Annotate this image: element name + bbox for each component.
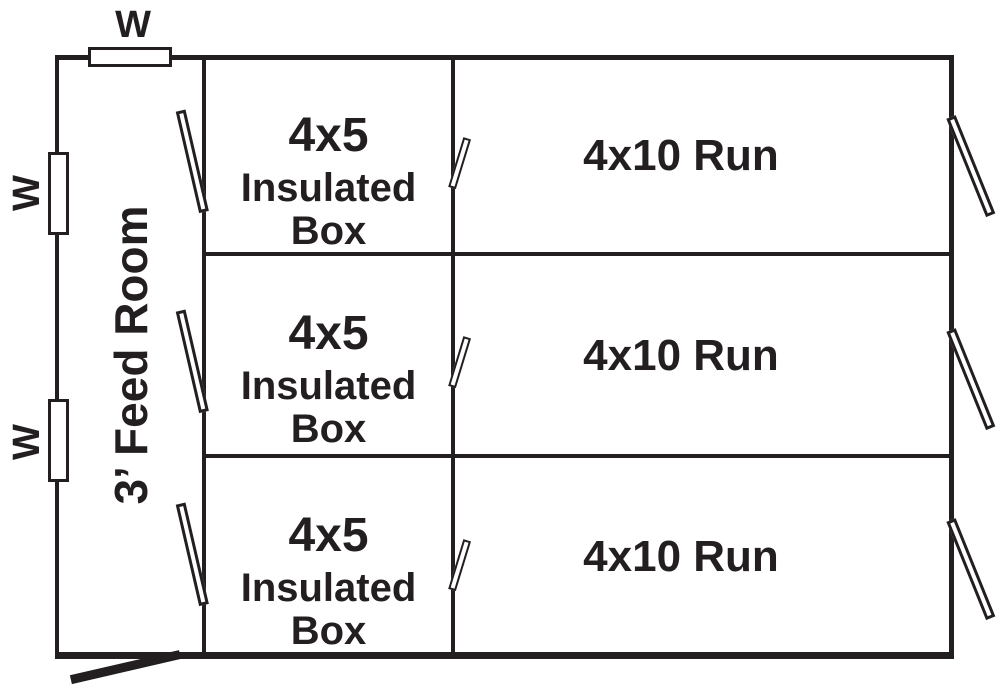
window-label-top: W [115,4,151,46]
window-symbol-left-upper [48,152,69,235]
window-label-left-lower: W [6,424,48,460]
box-1-size-label: 4x5 [288,109,369,162]
insulated-box-3: 4x5 Insulated Box [206,457,487,690]
window-symbol-top [88,47,172,67]
box-1-type-line-1: Insulated [240,166,417,210]
run-1: 4x10 Run [455,57,949,255]
row-divider-1 [202,252,954,256]
box-3-type-line-2: Box [290,609,367,653]
box-2-type-line-2: Box [290,407,367,451]
row-divider-2 [202,454,954,458]
run-3-label: 4x10 Run [583,532,779,581]
window-symbol-left-lower [48,399,69,482]
outer-wall-left [55,55,59,659]
feed-room-partition-wall [202,55,206,657]
box-1-type-line-2: Box [290,209,367,253]
run-3: 4x10 Run [455,457,949,657]
run-2: 4x10 Run [455,255,949,457]
window-label-left-upper: W [6,175,48,211]
insulated-box-1: 4x5 Insulated Box [206,57,487,303]
box-3-size-label: 4x5 [288,509,369,562]
run-2-label: 4x10 Run [583,331,779,380]
outer-wall-right [949,55,954,659]
box-2-size-label: 4x5 [288,307,369,360]
box-run-partition-wall [451,55,455,657]
outer-wall-bottom [55,652,954,659]
box-3-type-line-1: Insulated [240,566,417,610]
insulated-box-2: 4x5 Insulated Box [206,255,487,501]
box-2-type-line-1: Insulated [240,364,417,408]
feed-room-label: 3’ Feed Room [105,205,157,505]
outer-wall-top [55,55,954,60]
run-1-label: 4x10 Run [583,131,779,180]
